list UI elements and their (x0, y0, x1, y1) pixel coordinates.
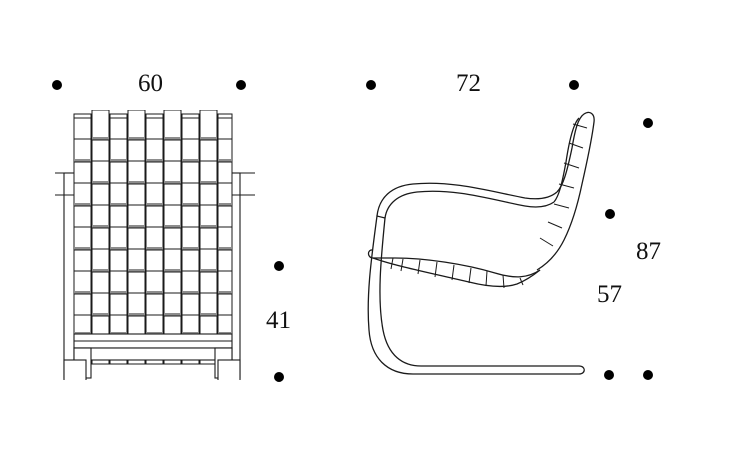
dimension-dot-height-top (643, 118, 653, 128)
front-view-webbing (73, 110, 233, 365)
dimension-label-seat-height: 41 (266, 307, 291, 334)
dimension-label-arm-height: 57 (597, 281, 622, 308)
side-view-backrest (536, 111, 595, 271)
side-elevation-view (367, 111, 595, 375)
side-view-seat-webbing (367, 249, 541, 289)
dimension-label-width-front: 60 (138, 70, 163, 97)
front-view-seat-rail (73, 333, 233, 361)
dimension-dot-arm-top (605, 209, 615, 219)
front-view-front-legs (63, 347, 241, 380)
dimension-dot-side-left (366, 80, 376, 90)
dimension-dot-front-left (52, 80, 62, 90)
dimension-dot-arm-bottom (604, 370, 614, 380)
dimension-dot-height-bottom (643, 370, 653, 380)
dimension-dot-side-right (569, 80, 579, 90)
dimension-label-depth-side: 72 (456, 70, 481, 97)
dimension-dot-seat-top (274, 261, 284, 271)
dimension-dot-front-right (236, 80, 246, 90)
side-view-cantilever-frame (367, 215, 585, 375)
dimension-label-total-height: 87 (636, 238, 661, 265)
dimension-dot-seat-bottom (274, 372, 284, 382)
front-elevation-view (55, 110, 255, 380)
side-view-armrest (376, 182, 558, 219)
